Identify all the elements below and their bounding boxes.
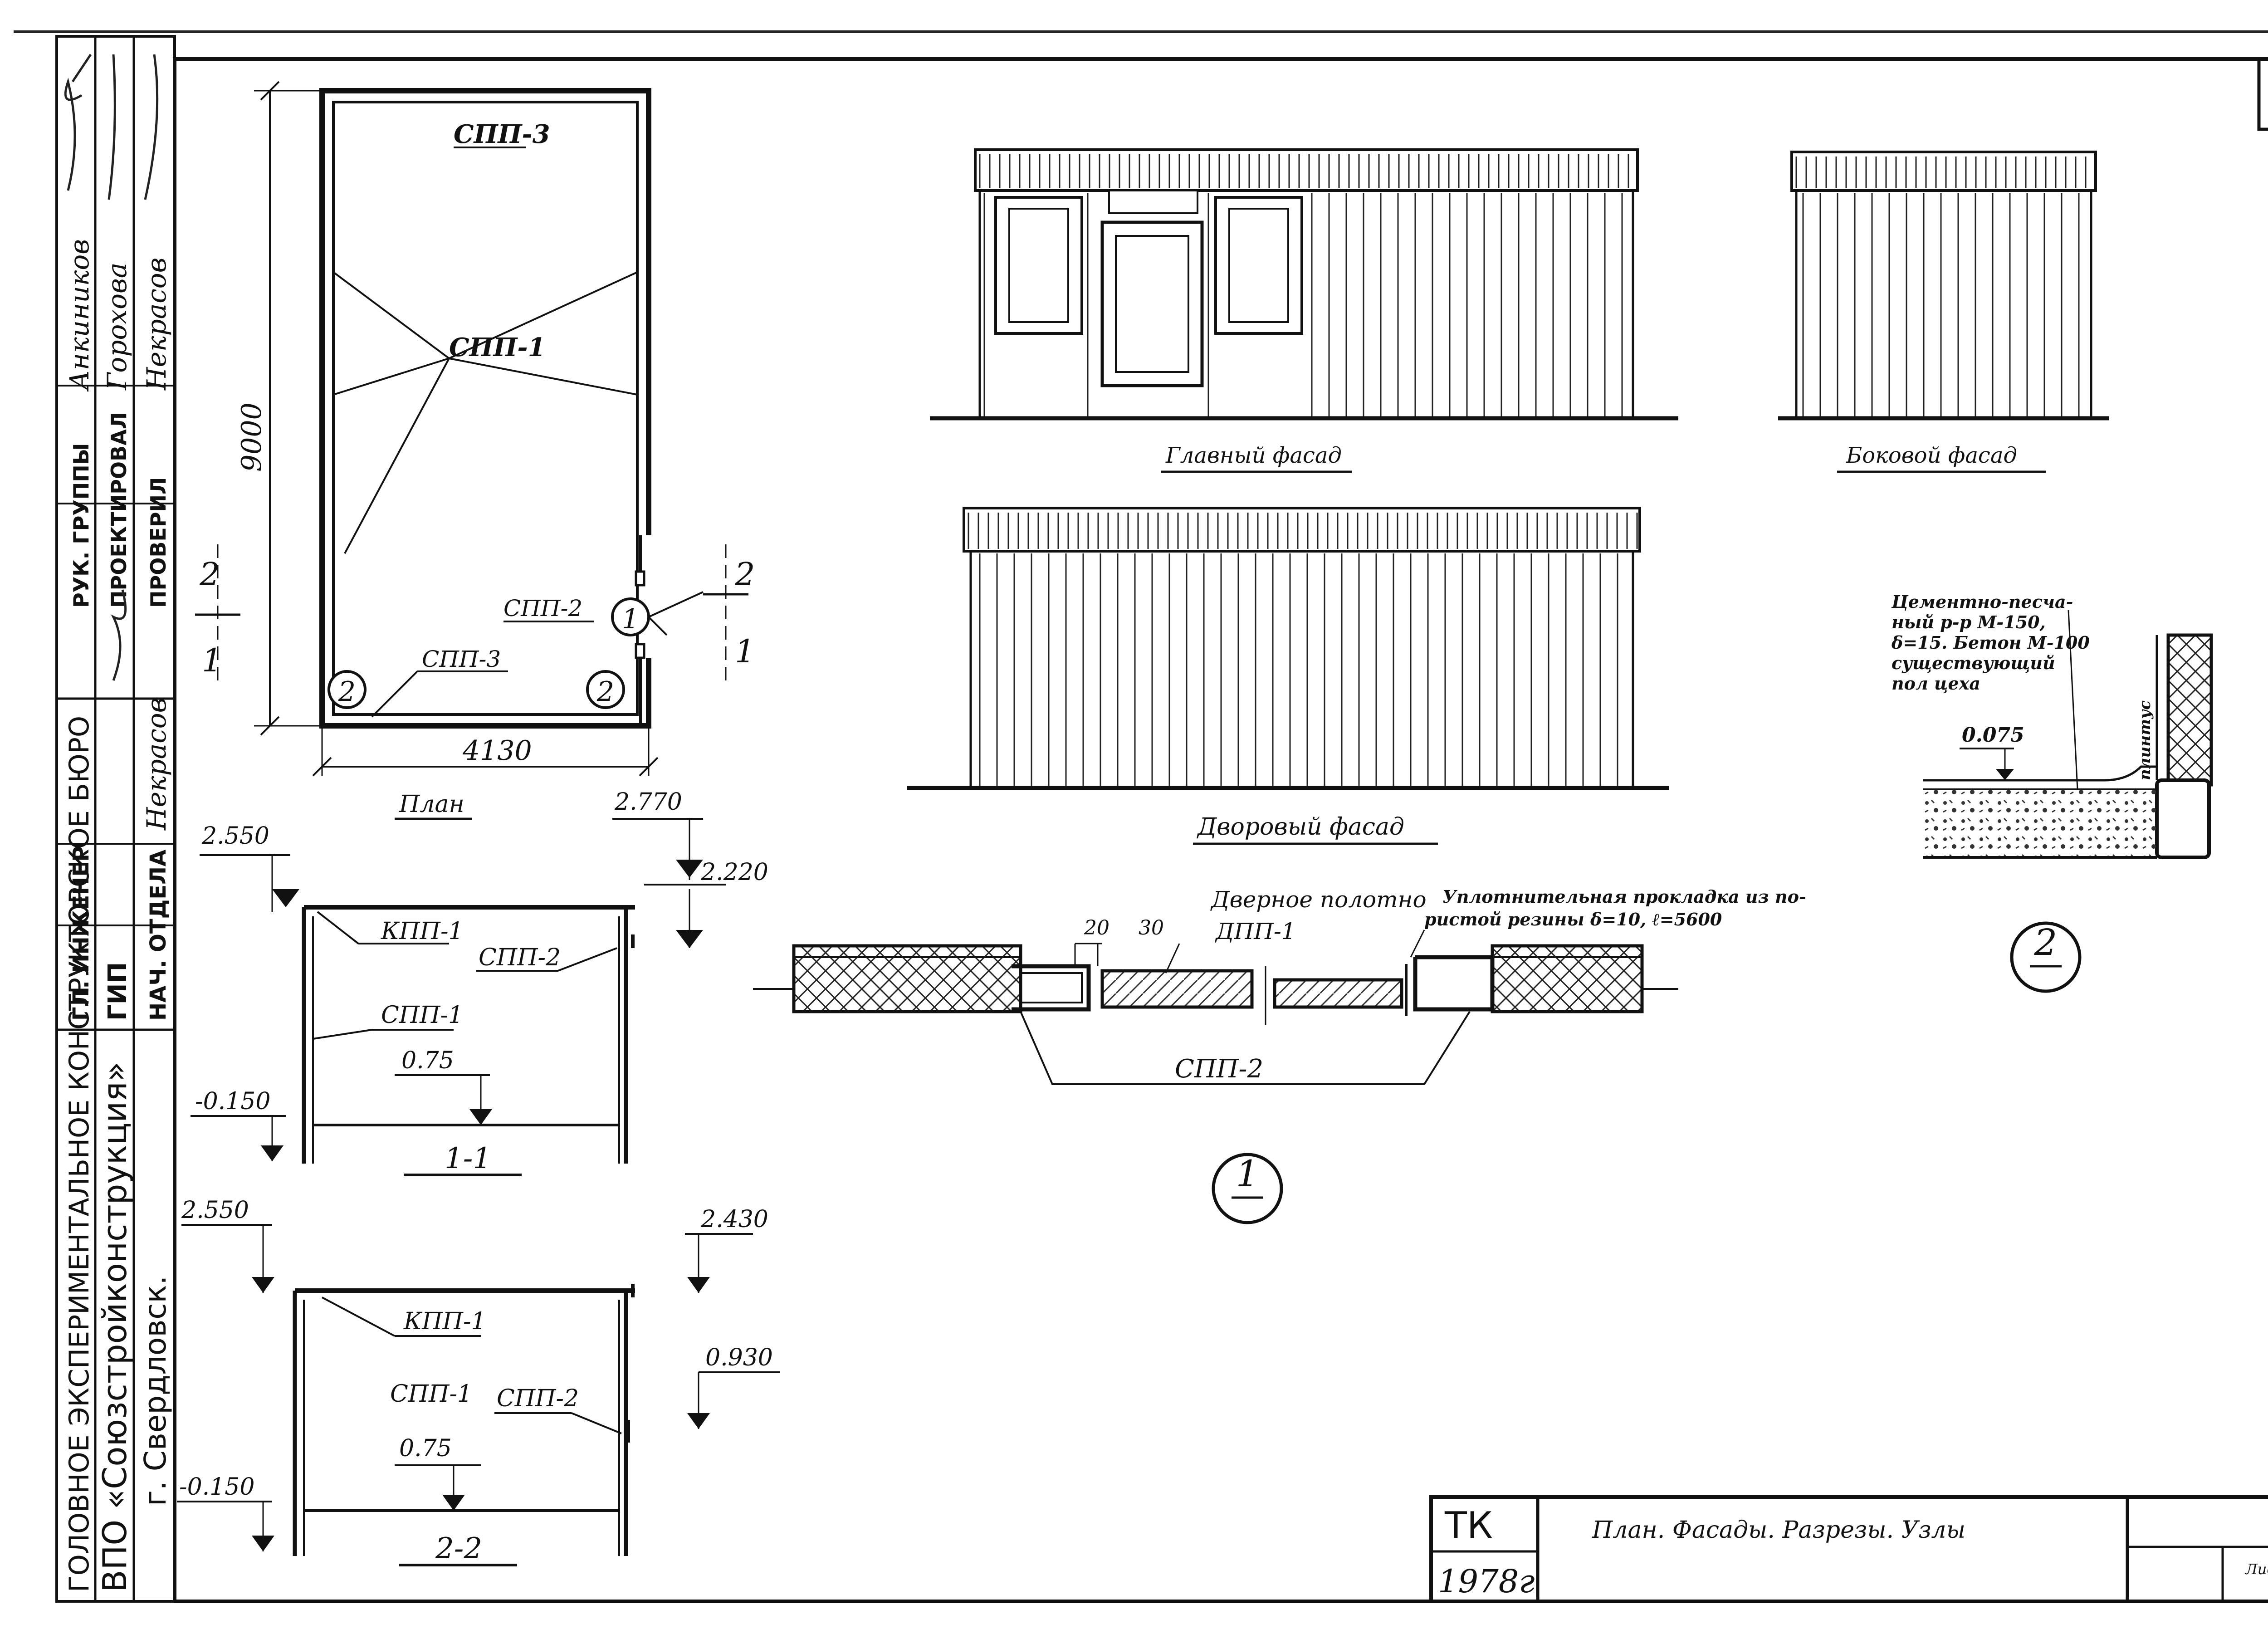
node1-dim-b: 30 [1139, 916, 1164, 939]
plan-callout-corner-right [586, 670, 625, 709]
plan-section-marks-right: 2 1 [703, 544, 755, 680]
s22-caption: 2-2 [435, 1532, 482, 1566]
s22-elev-floor: 0.75 [399, 1435, 452, 1462]
yard-facade-caption: Дворовый фасад [1197, 813, 1404, 841]
node1-mark [1212, 1153, 1283, 1224]
plan-caption: План [399, 791, 464, 818]
node2-note-1: Цементно-песча- [1891, 592, 2073, 612]
node1-gasket-1: Уплотнительная прокладка из по- [1442, 886, 1806, 907]
s22-label-wall-right: СПП-2 [497, 1385, 579, 1412]
node2-note-4: существующий [1892, 653, 2055, 673]
plan-callout-corner-left [327, 670, 367, 709]
s11-elev-top-right: 2.770 [614, 788, 682, 816]
s11-elev-base: -0.150 [195, 1088, 270, 1115]
page-number-box: 4 [2257, 59, 2268, 131]
svg-text:1: 1 [622, 603, 639, 635]
main-facade-caption: Главный фасад [1165, 443, 1342, 468]
node2-elev: 0.075 [1962, 724, 2024, 747]
s22-elev-base: -0.150 [179, 1473, 254, 1501]
stamp-name-checker: Некрасов [141, 258, 172, 391]
side-facade: Боковой фасад [1778, 151, 2109, 473]
stamp-role-group-head: РУК. ГРУППЫ [69, 443, 93, 608]
node1-dim-a: 20 [1084, 916, 1110, 939]
s11-caption: 1-1 [445, 1142, 491, 1175]
plan-dim-height: 9000 [236, 402, 268, 472]
stamp-role-designer: ПРОЕКТИРОВАЛ [107, 412, 131, 608]
s22-elev-top-right: 2.430 [700, 1206, 768, 1233]
stamp-org-line2: ВПО «Союзстройконструкция» [96, 1062, 134, 1592]
node-2-detail: Цементно-песча- ный р-р М-150, δ=15. Бет… [1891, 592, 2213, 993]
yard-facade: Дворовый фасад [907, 507, 1669, 845]
node2-mark [2010, 921, 2082, 993]
main-facade: Главный фасад [930, 148, 1678, 473]
node2-note-3: δ=15. Бетон М-100 [1891, 632, 2090, 653]
s11-elev-top-left: 2.550 [201, 822, 269, 850]
s22-label-wall-left: СПП-1 [390, 1380, 472, 1408]
svg-text:1: 1 [1236, 1153, 1259, 1195]
title-year: 1978г [1438, 1563, 1535, 1600]
node1-panel-label: СПП-2 [1175, 1054, 1263, 1084]
svg-text:1: 1 [735, 633, 755, 670]
stamp-role-dept-head: НАЧ. ОТДЕЛА [146, 850, 171, 1021]
s22-elev-right-mid: 0.930 [705, 1344, 773, 1371]
side-facade-caption: Боковой фасад [1846, 443, 2017, 468]
stamp-name-dept-head: Некрасов [141, 698, 172, 831]
plan-label-spp1: СПП-1 [449, 333, 546, 362]
node1-door-label-1: Дверное полотно [1210, 886, 1427, 913]
node-1-detail: 20 30 Дверное полотно ДПП-1 Уплотнительн… [753, 886, 1806, 1224]
stamp-signatures [64, 54, 159, 681]
s22-elev-top-left: 2.550 [181, 1197, 249, 1224]
svg-text:1: 1 [202, 642, 222, 679]
plan-label-spp2: СПП-2 [503, 595, 582, 621]
stamp-name-group-head: Анкиников [64, 239, 95, 392]
left-stamp: ГОЛОВНОЕ ЭКСПЕРИМЕНТАЛЬНОЕ КОНСТРУКТОРСК… [55, 35, 176, 1603]
s11-label-wall-left: СПП-1 [381, 1002, 463, 1029]
stamp-org-line3: г. Свердловск. [138, 1276, 173, 1506]
title-sheet-label: Лист [2244, 1561, 2268, 1578]
node1-door-label-2: ДПП-1 [1215, 918, 1296, 944]
stamp-org-line1: ГОЛОВНОЕ ЭКСПЕРИМЕНТАЛЬНОЕ КОНСТРУКТОРСК… [64, 716, 95, 1592]
plan-view: СПП-3 СПП-1 СПП-2 СПП-3 1 2 2 9000 4130 … [195, 81, 755, 820]
stamp-role-chief-engineer: ГЛ. ИНЖЕНЕР [68, 846, 94, 1021]
stamp-name-designer: Горохова [102, 263, 132, 391]
svg-text:2: 2 [338, 676, 356, 708]
svg-text:2: 2 [734, 556, 755, 593]
plan-dim-width: 4130 [462, 735, 532, 767]
stamp-role-checker: ПРОВЕРИЛ [146, 477, 171, 608]
svg-text:2: 2 [2034, 921, 2058, 964]
title-block: ТК 1978г План. Фасады. Разрезы. Узлы Лис… [1429, 1495, 2268, 1603]
svg-text:2: 2 [199, 556, 220, 593]
s11-label-roof: КПП-1 [381, 918, 464, 945]
node2-note-5: пол цеха [1892, 673, 1980, 694]
node1-gasket-2: ристой резины δ=10, ℓ=5600 [1424, 909, 1722, 930]
s11-elev-right-mid: 2.220 [700, 859, 768, 886]
svg-text:2: 2 [596, 676, 614, 708]
plan-label-spp3-bottom: СПП-3 [422, 646, 501, 672]
section-1-1: 2.550 2.770 2.220 КПП-1 СПП-2 СПП-1 0.75… [191, 788, 768, 1176]
title-code: ТК [1444, 1504, 1493, 1546]
s22-label-roof: КПП-1 [403, 1308, 486, 1335]
plan-label-spp3-top: СПП-3 [454, 119, 550, 149]
stamp-role-gip: ГИП [103, 962, 132, 1021]
section-2-2: 2.550 2.430 0.930 КПП-1 СПП-1 СПП-2 0.75… [177, 1197, 780, 1566]
title-text: План. Фасады. Разрезы. Узлы [1592, 1517, 1965, 1544]
s11-elev-floor: 0.75 [401, 1047, 454, 1074]
node2-note-2: ный р-р М-150, [1892, 612, 2046, 632]
s11-label-wall-right: СПП-2 [479, 944, 561, 971]
plan-section-marks-left: 2 1 [195, 544, 240, 680]
